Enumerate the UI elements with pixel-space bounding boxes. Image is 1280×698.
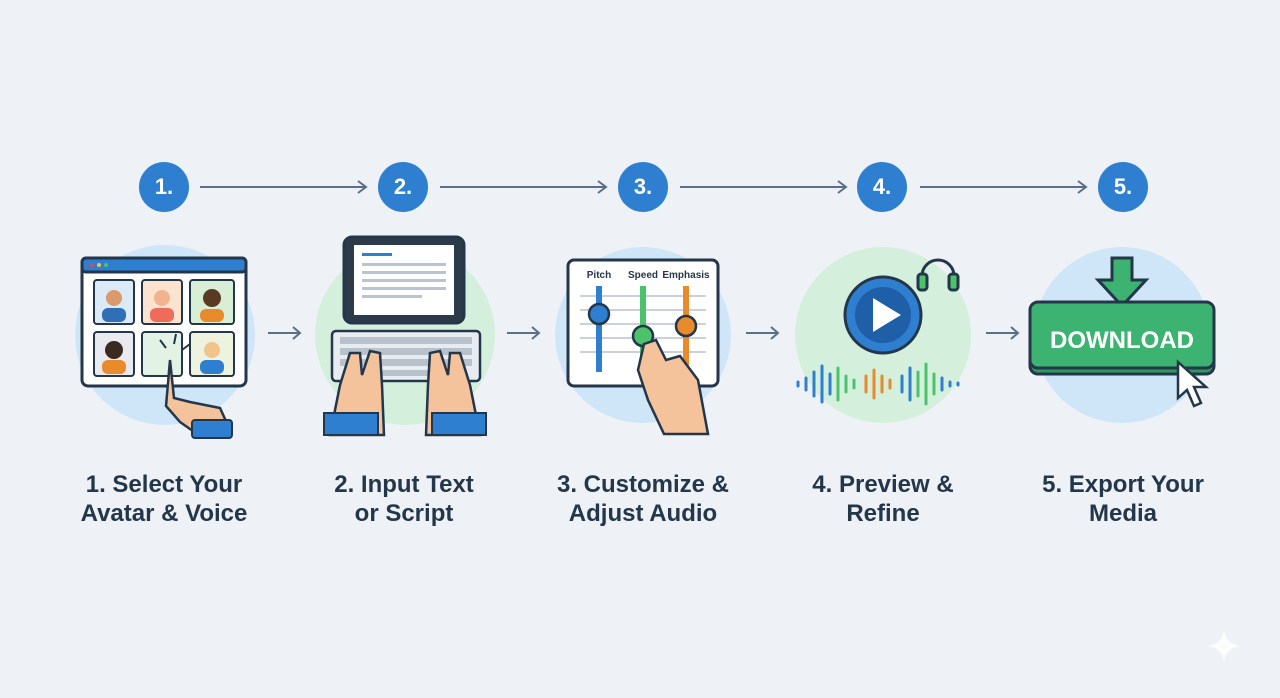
download-button-label: DOWNLOAD <box>1050 327 1194 354</box>
mixer-label-emphasis: Emphasis <box>662 270 710 281</box>
step-badge-3: 3. <box>618 162 668 212</box>
step-badge-1: 1. <box>139 162 189 212</box>
step-caption-2: 2. Input Text or Script <box>294 470 514 528</box>
caption-line: 1. Select Your <box>85 471 243 498</box>
caption-line: 4. Preview & <box>812 471 954 498</box>
step-badge-4: 4. <box>857 162 907 212</box>
caption-line: Media <box>1088 500 1157 527</box>
sparkle-icon <box>1208 630 1240 662</box>
caption-line: Adjust Audio <box>568 500 718 527</box>
caption-line: Refine <box>846 500 920 527</box>
caption-line: or Script <box>354 500 454 527</box>
cursor-icon <box>1176 359 1210 408</box>
caption-line: 2. Input Text <box>334 471 474 498</box>
step-caption-4: 4. Preview & Refine <box>773 470 993 528</box>
caption-line: 5. Export Your <box>1042 471 1204 498</box>
caption-line: Avatar & Voice <box>80 500 248 527</box>
audio-mixer-icon: Pitch Speed Emphasis <box>555 247 731 436</box>
avatar-grid-icon <box>75 245 255 439</box>
caption-line: 3. Customize & <box>556 471 730 498</box>
tablet-keyboard-icon <box>315 235 495 437</box>
step-caption-5: 5. Export Your Media <box>1013 470 1233 528</box>
play-preview-icon <box>795 247 971 423</box>
step-caption-3: 3. Customize & Adjust Audio <box>533 470 753 528</box>
download-icon: DOWNLOAD <box>1028 247 1216 423</box>
mixer-label-pitch: Pitch <box>587 270 611 281</box>
step-caption-1: 1. Select Your Avatar & Voice <box>54 470 274 528</box>
step-badge-5: 5. <box>1098 162 1148 212</box>
headphones-icon <box>916 258 960 292</box>
step-badge-2: 2. <box>378 162 428 212</box>
mixer-label-speed: Speed <box>628 270 658 281</box>
